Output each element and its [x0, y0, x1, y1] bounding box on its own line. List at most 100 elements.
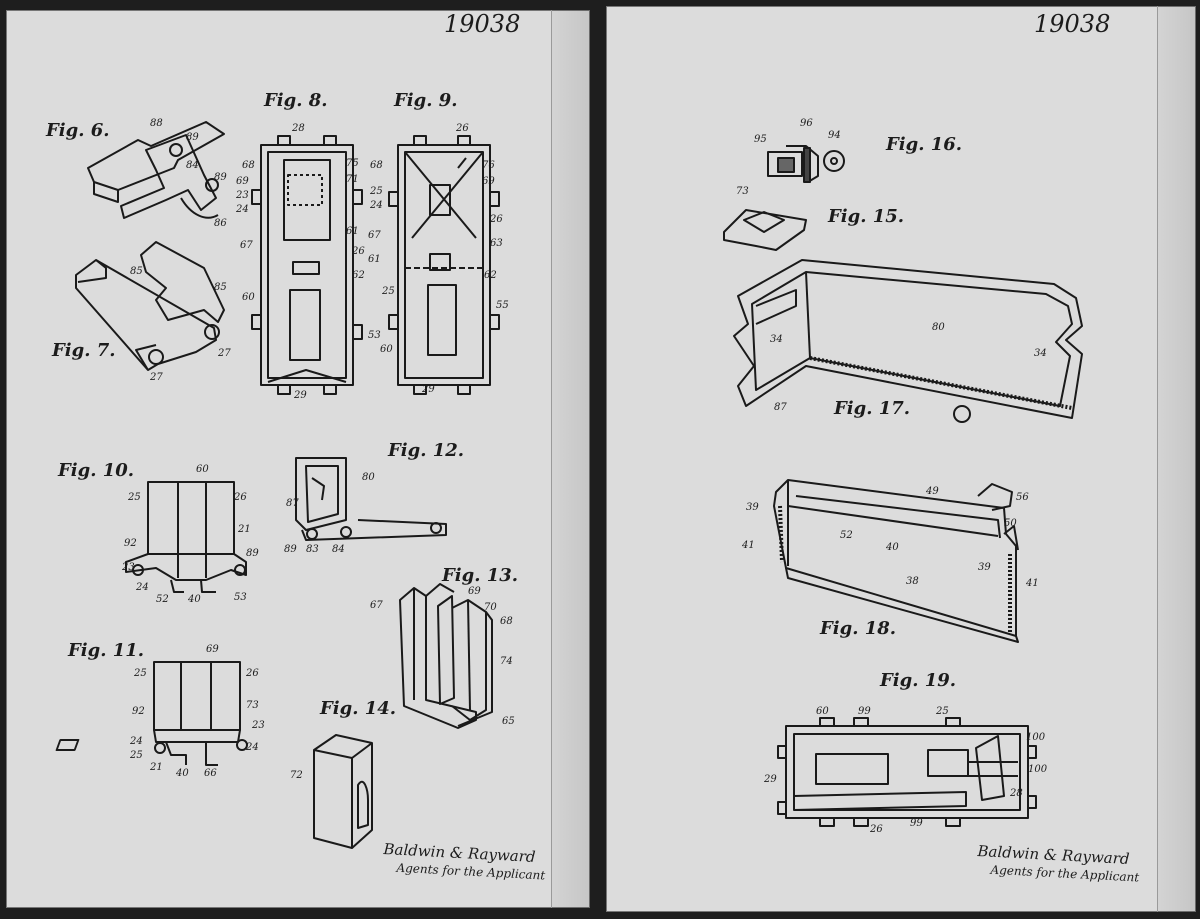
- ref-numeral: 27: [218, 348, 231, 359]
- ref-numeral: 87: [774, 402, 787, 413]
- figure-label: Fig. 12.: [388, 440, 465, 461]
- ref-numeral: 89: [246, 548, 259, 559]
- ref-numeral: 92: [132, 706, 145, 717]
- ref-numeral: 23: [252, 720, 265, 731]
- ref-numeral: 65: [502, 716, 515, 727]
- ref-numeral: 53: [234, 592, 247, 603]
- ref-numeral: 60: [816, 706, 829, 717]
- ref-numeral: 67: [240, 240, 253, 251]
- ref-numeral: 29: [764, 774, 777, 785]
- ref-numeral: 61: [346, 226, 359, 237]
- ref-numeral: 69: [468, 586, 481, 597]
- sheet-right-drawings: [723, 145, 1083, 827]
- ref-numeral: 52: [840, 530, 853, 541]
- ref-numeral: 68: [242, 160, 255, 171]
- ref-numeral: 25: [936, 706, 949, 717]
- ref-numeral: 23: [236, 190, 249, 201]
- fig6-drawing: [87, 121, 225, 219]
- fig16-drawing: [767, 145, 845, 183]
- ref-numeral: 24: [236, 204, 249, 215]
- ref-numeral: 28: [1010, 788, 1023, 799]
- patent-sheet-right: 19038: [606, 6, 1196, 912]
- ref-numeral: 94: [828, 130, 841, 141]
- fig11-drawing: [153, 661, 248, 766]
- ref-numeral: 26: [246, 668, 259, 679]
- ref-numeral: 41: [742, 540, 755, 551]
- fig17-drawing: [733, 259, 1083, 423]
- patent-sheet-left: 19038: [6, 10, 590, 908]
- ref-numeral: 89: [214, 172, 227, 183]
- ref-numeral: 69: [482, 176, 495, 187]
- ref-numeral: 73: [736, 186, 749, 197]
- ref-numeral: 25: [382, 286, 395, 297]
- figure-label: Fig. 11.: [68, 640, 145, 661]
- ref-numeral: 85: [214, 282, 227, 293]
- figure-label: Fig. 8.: [264, 90, 328, 111]
- ref-numeral: 63: [490, 238, 503, 249]
- ref-numeral: 62: [352, 270, 365, 281]
- fig15-drawing: [723, 209, 807, 251]
- ref-numeral: 75: [346, 158, 359, 169]
- ref-numeral: 34: [770, 334, 783, 345]
- ref-numeral: 24: [246, 742, 259, 753]
- ref-numeral: 40: [176, 768, 189, 779]
- ref-numeral: 29: [422, 384, 435, 395]
- ref-numeral: 88: [150, 118, 163, 129]
- figure-label: Fig. 18.: [820, 618, 897, 639]
- ref-numeral: 39: [746, 502, 759, 513]
- ref-numeral: 89: [186, 132, 199, 143]
- ref-numeral: 40: [188, 594, 201, 605]
- ref-numeral: 39: [978, 562, 991, 573]
- ref-numeral: 41: [1026, 578, 1039, 589]
- ref-numeral: 76: [482, 160, 495, 171]
- fig13-drawing: [399, 583, 493, 729]
- ref-numeral: 29: [294, 390, 307, 401]
- ref-numeral: 40: [886, 542, 899, 553]
- ref-numeral: 68: [370, 160, 383, 171]
- ref-numeral: 85: [130, 266, 143, 277]
- ref-numeral: 26: [456, 123, 469, 134]
- figure-label: Fig. 15.: [828, 206, 905, 227]
- ref-numeral: 60: [242, 292, 255, 303]
- ref-numeral: 24: [136, 582, 149, 593]
- figure-label: Fig. 9.: [394, 90, 458, 111]
- ref-numeral: 96: [800, 118, 813, 129]
- ref-numeral: 25: [130, 750, 143, 761]
- ref-numeral: 25: [370, 186, 383, 197]
- fig18-drawing: [773, 479, 1019, 643]
- figure-label: Fig. 6.: [46, 120, 110, 141]
- ref-numeral: 100: [1028, 764, 1048, 775]
- figure-label: Fig. 10.: [58, 460, 135, 481]
- ref-numeral: 26: [870, 824, 883, 835]
- ref-numeral: 26: [234, 492, 247, 503]
- ref-numeral: 25: [128, 492, 141, 503]
- figure-label: Fig. 14.: [320, 698, 397, 719]
- ref-numeral: 68: [500, 616, 513, 627]
- ref-numeral: 60: [196, 464, 209, 475]
- ref-numeral: 38: [906, 576, 919, 587]
- ref-numeral: 24: [370, 200, 383, 211]
- ref-numeral: 87: [286, 498, 299, 509]
- fig8-drawing: [251, 135, 363, 395]
- ref-numeral: 73: [246, 700, 259, 711]
- ref-numeral: 55: [496, 300, 509, 311]
- sheet-number: 19038: [444, 10, 521, 38]
- figure-label: Fig. 16.: [886, 134, 963, 155]
- ref-numeral: 62: [484, 270, 497, 281]
- figure-label: Fig. 7.: [52, 340, 116, 361]
- ref-numeral: 49: [926, 486, 939, 497]
- ref-numeral: 53: [368, 330, 381, 341]
- ref-numeral: 80: [362, 472, 375, 483]
- ref-numeral: 72: [290, 770, 303, 781]
- figure-label: Fig. 17.: [834, 398, 911, 419]
- ref-numeral: 26: [352, 246, 365, 257]
- ref-numeral: 83: [306, 544, 319, 555]
- sheet-number: 19038: [1034, 10, 1111, 38]
- ref-numeral: 60: [380, 344, 393, 355]
- ref-numeral: 50: [1004, 518, 1017, 529]
- ref-numeral: 86: [214, 218, 227, 229]
- ref-numeral: 84: [186, 160, 199, 171]
- ref-numeral: 70: [484, 602, 497, 613]
- ref-numeral: 21: [238, 524, 251, 535]
- fig7-drawing: [75, 241, 225, 371]
